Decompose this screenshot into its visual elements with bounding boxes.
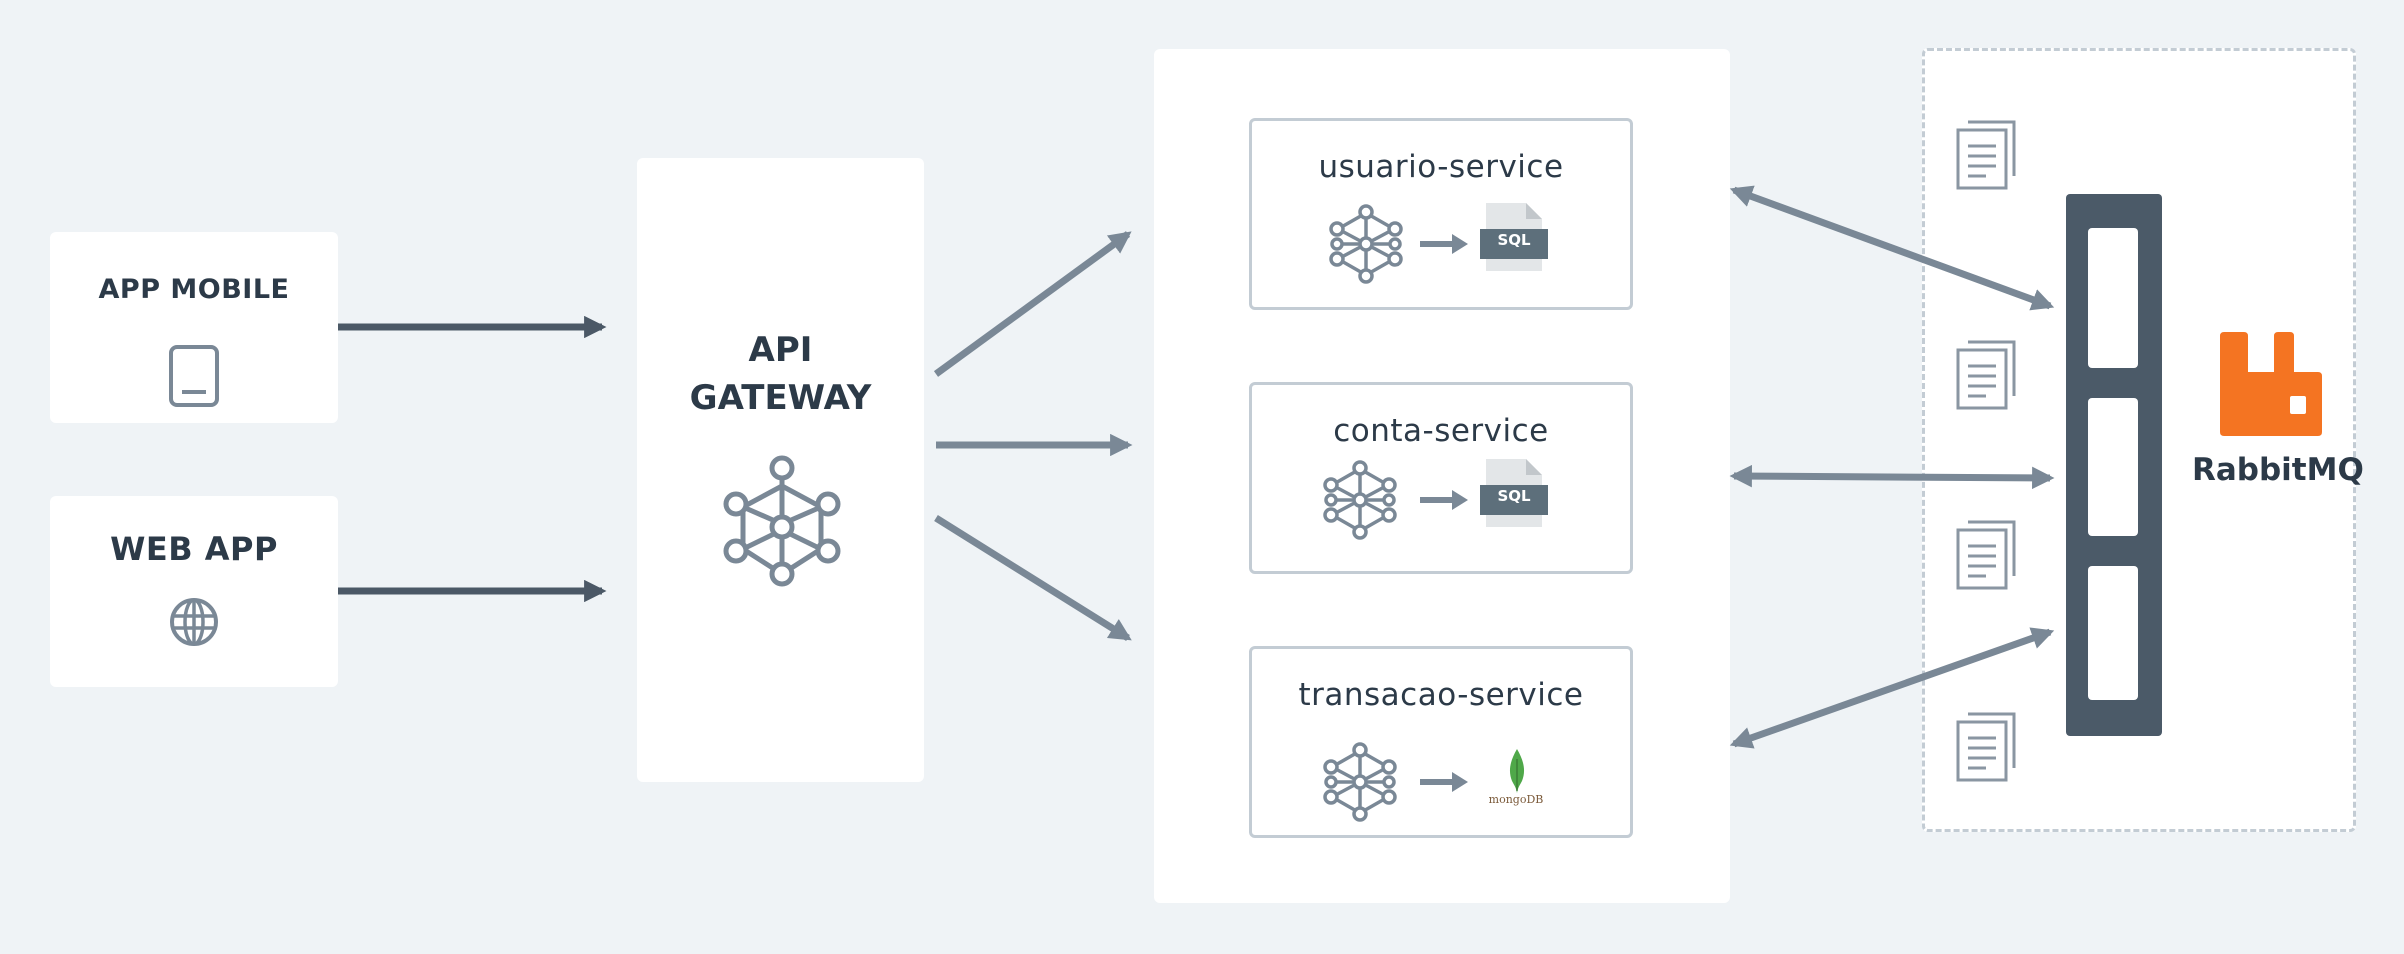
service-name-usuario: usuario-service (1318, 149, 1564, 185)
microservice-network-icon (1323, 742, 1397, 822)
db-label-transacao: mongoDB (1488, 793, 1544, 806)
arrow-transacao-queue (1729, 627, 2055, 749)
globe-icon (170, 598, 218, 646)
document-icon (1956, 520, 2016, 590)
service-box-transacao: transacao-service mongoDB (1249, 646, 1633, 838)
network-hub-icon (723, 455, 841, 587)
document-icon (1956, 120, 2016, 190)
gateway-title-line2: GATEWAY (689, 378, 872, 418)
queue-slot (2088, 398, 2138, 536)
arrow-right-icon (1420, 772, 1468, 792)
db-label-conta: SQL (1497, 487, 1531, 505)
arrow-gateway-to-usuario (933, 231, 1132, 377)
rabbitmq-logo-icon (2220, 332, 2322, 436)
tablet-icon (169, 345, 219, 407)
arrow-conta-queue (1729, 464, 2055, 490)
arrow-usuario-queue (1729, 185, 2055, 311)
api-gateway-card: API GATEWAY (637, 158, 924, 782)
microservice-network-icon (1329, 204, 1403, 284)
client-label-web: WEB APP (110, 530, 278, 568)
sql-file-icon (1480, 203, 1548, 271)
db-label-usuario: SQL (1497, 231, 1531, 249)
microservice-network-icon (1323, 460, 1397, 540)
arrow-gateway-to-transacao (934, 515, 1132, 641)
service-box-conta: conta-service SQL (1249, 382, 1633, 574)
message-queue (2066, 194, 2162, 736)
client-card-mobile: APP MOBILE (50, 232, 338, 423)
arrow-right-icon (1420, 490, 1468, 510)
service-box-usuario: usuario-service SQL (1249, 118, 1633, 310)
service-name-transacao: transacao-service (1298, 677, 1584, 713)
queue-slot (2088, 228, 2138, 368)
sql-file-icon (1480, 459, 1548, 527)
mongodb-leaf-icon (1509, 749, 1525, 793)
arrow-right-icon (1420, 234, 1468, 254)
document-icon (1956, 340, 2016, 410)
gateway-title-line1: API (748, 330, 813, 370)
client-label-mobile: APP MOBILE (98, 274, 290, 305)
queue-slot (2088, 566, 2138, 700)
rabbitmq-label: RabbitMQ (2192, 452, 2364, 488)
service-name-conta: conta-service (1333, 413, 1549, 449)
client-card-web: WEB APP (50, 496, 338, 687)
